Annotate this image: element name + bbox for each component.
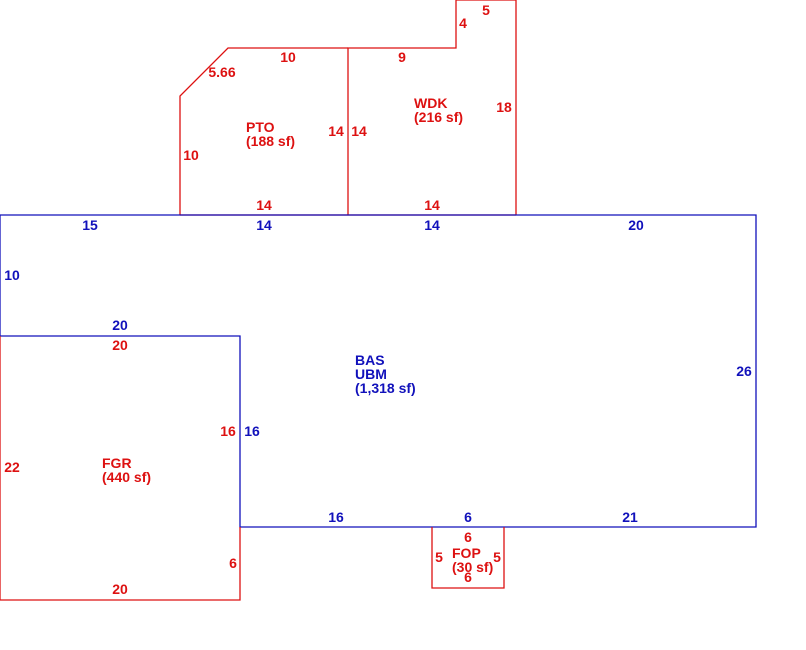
dim-bas-inner-side: 16: [244, 423, 260, 439]
dim-fgr-bottom: 20: [112, 581, 128, 597]
dim-pto-diagonal: 5.66: [208, 64, 235, 80]
wdk-outline: [347, 0, 517, 215]
dim-fgr-right: 16: [220, 423, 236, 439]
dim-wdk-top-short: 5: [482, 2, 490, 18]
dim-bas-bottom-1: 16: [328, 509, 344, 525]
dim-fgr-left: 22: [4, 459, 20, 475]
dim-fop-right: 5: [493, 549, 501, 565]
dim-bas-top-2: 14: [256, 217, 272, 233]
dim-bas-top-4: 20: [628, 217, 644, 233]
pto-area-label: (188 sf): [246, 133, 295, 149]
dim-pto-left: 10: [183, 147, 199, 163]
fop-outline: [431, 527, 505, 589]
dim-fgr-top: 20: [112, 337, 128, 353]
bas-area-label: (1,318 sf): [355, 380, 416, 396]
dim-wdk-bottom: 14: [424, 197, 440, 213]
dim-bas-step: 20: [112, 317, 128, 333]
dim-pto-bottom: 14: [256, 197, 272, 213]
dim-fop-top: 6: [464, 529, 472, 545]
dim-bas-bottom-3: 21: [622, 509, 638, 525]
bas-code-label: BAS: [355, 352, 385, 368]
pto-code-label: PTO: [246, 119, 275, 135]
fop-area-label: (30 sf): [452, 559, 493, 575]
dim-wdk-right: 18: [496, 99, 512, 115]
dim-fop-bottom: 6: [464, 569, 472, 585]
dim-wdk-notch-side: 4: [459, 15, 467, 31]
bas-code2-label: UBM: [355, 366, 387, 382]
dim-bas-top-1: 15: [82, 217, 98, 233]
dim-bas-top-3: 14: [424, 217, 440, 233]
fgr-outline: [0, 336, 241, 601]
wdk-area-label: (216 sf): [414, 109, 463, 125]
dim-wdk-top-long: 9: [398, 49, 406, 65]
fgr-code-label: FGR: [102, 455, 132, 471]
pto-outline: [179, 47, 348, 215]
wdk-code-label: WDK: [414, 95, 447, 111]
dim-fop-left: 5: [435, 549, 443, 565]
dim-fgr-right-lower: 6: [229, 555, 237, 571]
dim-pto-top: 10: [280, 49, 296, 65]
dim-wdk-left: 14: [351, 123, 367, 139]
dim-bas-right: 26: [736, 363, 752, 379]
dim-bas-left: 10: [4, 267, 20, 283]
dim-pto-right: 14: [328, 123, 344, 139]
fop-code-label: FOP: [452, 545, 481, 561]
dim-bas-bottom-2: 6: [464, 509, 472, 525]
fgr-area-label: (440 sf): [102, 469, 151, 485]
